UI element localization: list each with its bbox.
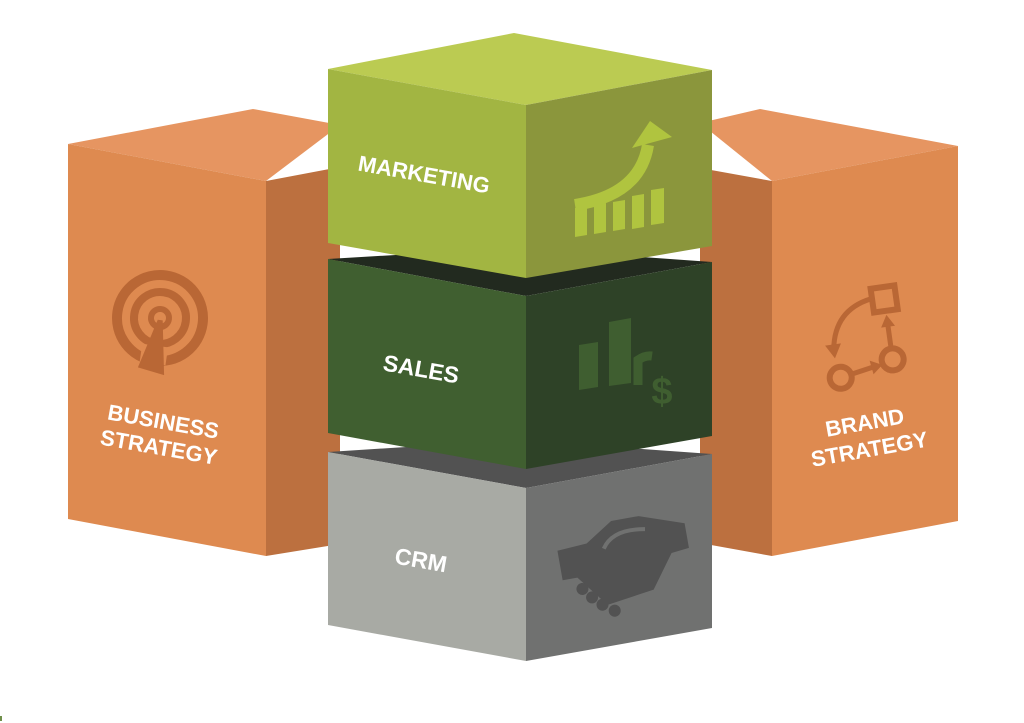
brand-strategy-side-face bbox=[700, 168, 772, 556]
business-strategy-block: BUSINESS STRATEGY bbox=[68, 109, 340, 556]
brand-strategy-front-face bbox=[772, 146, 958, 556]
crm-front-face bbox=[328, 452, 526, 661]
growth-chart-icon bbox=[574, 121, 672, 237]
target-antenna-icon bbox=[112, 270, 208, 376]
sales-front-face bbox=[328, 259, 526, 469]
marketing-block: MARKETING bbox=[328, 33, 712, 278]
bar-chart-dollar-icon: $ bbox=[579, 318, 673, 413]
business-strategy-top-face bbox=[68, 109, 340, 181]
svg-text:$: $ bbox=[651, 371, 672, 413]
crm-block: CRM bbox=[328, 440, 712, 661]
sales-block: $ SALES bbox=[328, 248, 712, 469]
handshake-icon bbox=[557, 516, 689, 617]
brand-strategy-top-face bbox=[700, 109, 958, 181]
marketing-side-face bbox=[526, 70, 712, 278]
workflow-icon bbox=[825, 282, 907, 392]
brand-strategy-block: BRAND STRATEGY bbox=[700, 109, 958, 556]
corner-artifact bbox=[0, 716, 2, 721]
business-strategy-side-face bbox=[266, 167, 340, 556]
marketing-front-face bbox=[328, 69, 526, 278]
marketing-top-face bbox=[328, 33, 712, 105]
